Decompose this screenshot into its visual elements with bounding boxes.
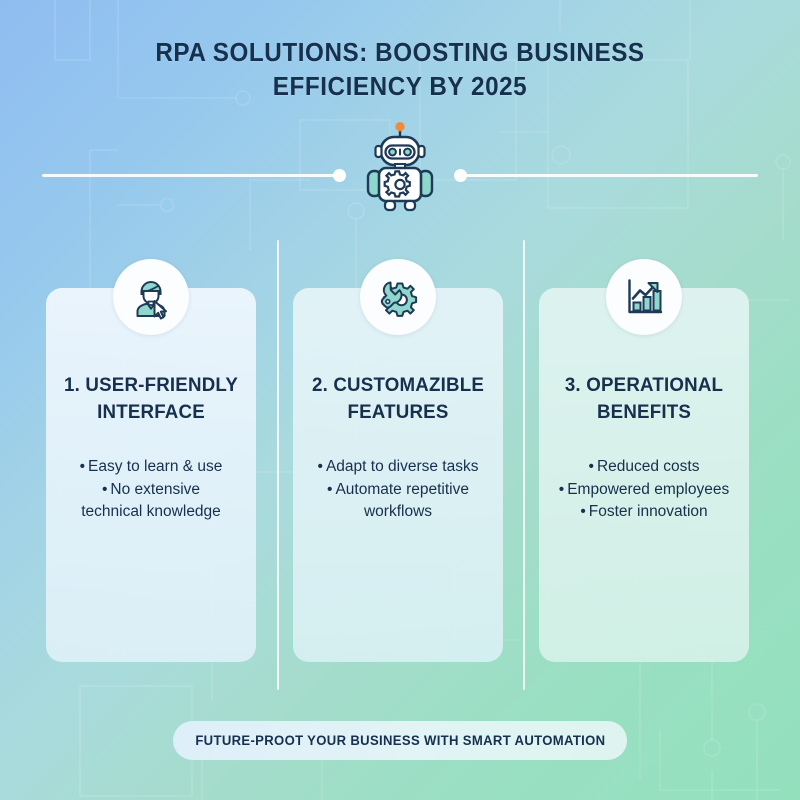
rail-line-right (458, 174, 758, 177)
bullet-marker: • (580, 503, 586, 520)
bullet-text: Empowered employees (567, 480, 730, 498)
page-title: RPA SOLUTIONS: BOOSTING BUSINESS EFFICIE… (0, 36, 800, 104)
card-title-2-line-2: FEATURES (347, 401, 449, 423)
bullet-marker: • (588, 458, 594, 475)
bullet-item: •Empowered employees (551, 479, 737, 501)
wrench-gear-icon (380, 281, 418, 317)
card-icon-badge-3 (606, 259, 682, 335)
bullet-item: •Adapt to diverse tasks (305, 456, 491, 478)
bullet-item: •Foster innovation (551, 501, 737, 523)
bullet-text: technical knowledge (81, 503, 221, 520)
footer-banner: FUTURE-PROOT YOUR BUSINESS WITH SMART AU… (173, 721, 627, 760)
card-title-1-line-2: INTERFACE (97, 401, 205, 423)
card-bullets-2: •Adapt to diverse tasks •Automate repeti… (305, 456, 491, 523)
column-divider-1 (277, 240, 279, 690)
card-bullets-3: •Reduced costs •Empowered employees •Fos… (551, 456, 737, 523)
card-icon-badge-2 (360, 259, 436, 335)
user-cursor-icon (136, 281, 167, 320)
bullet-item: •Reduced costs (551, 456, 737, 478)
rail-dot-left (333, 169, 346, 182)
bullet-item: •Easy to learn & use (58, 456, 244, 478)
bullet-marker: • (327, 480, 333, 498)
bullet-text: Easy to learn & use (88, 458, 223, 475)
card-title-3-line-1: 3. OPERATIONAL (564, 374, 724, 396)
card-icon-badge-1 (113, 259, 189, 335)
bullet-item: technical knowledge (58, 501, 244, 523)
bullet-marker: • (101, 480, 108, 498)
bullet-text: No extensive (110, 480, 201, 498)
card-bullets-1: •Easy to learn & use •No extensive techn… (58, 456, 244, 523)
feature-card-customazible-features: 2. CUSTOMAZIBLE FEATURES •Adapt to diver… (293, 288, 503, 662)
growth-chart-icon (628, 279, 663, 314)
bullet-text: Foster innovation (588, 503, 708, 520)
bullet-marker: • (317, 458, 323, 475)
card-title-1-line-1: 1. USER-FRIENDLY (63, 374, 238, 396)
bullet-item: •Automate repetitive (305, 479, 491, 501)
card-title-2-line-1: 2. CUSTOMAZIBLE (311, 374, 485, 396)
bullet-marker: • (558, 480, 565, 498)
bullet-text: Adapt to diverse tasks (325, 458, 479, 475)
feature-card-user-friendly-interface: 1. USER-FRIENDLY INTERFACE •Easy to lear… (46, 288, 256, 662)
title-line-2: EFFICIENCY BY 2025 (272, 73, 528, 101)
robot-icon (366, 122, 434, 212)
bullet-item: •No extensive (58, 479, 244, 501)
rail-dot-right (454, 169, 467, 182)
column-divider-2 (523, 240, 525, 690)
bullet-text: Automate repetitive (335, 480, 469, 498)
rail-line-left (42, 174, 342, 177)
bullet-text: workflows (363, 503, 433, 520)
bullet-marker: • (79, 458, 85, 475)
bullet-text: Reduced costs (596, 458, 700, 475)
feature-card-operational-benefits: 3. OPERATIONAL BENEFITS •Reduced costs •… (539, 288, 749, 662)
footer-text: FUTURE-PROOT YOUR BUSINESS WITH SMART AU… (194, 733, 606, 748)
card-title-3-line-2: BENEFITS (596, 401, 692, 423)
title-line-1: RPA SOLUTIONS: BOOSTING BUSINESS (155, 39, 645, 67)
bullet-item: workflows (305, 501, 491, 523)
